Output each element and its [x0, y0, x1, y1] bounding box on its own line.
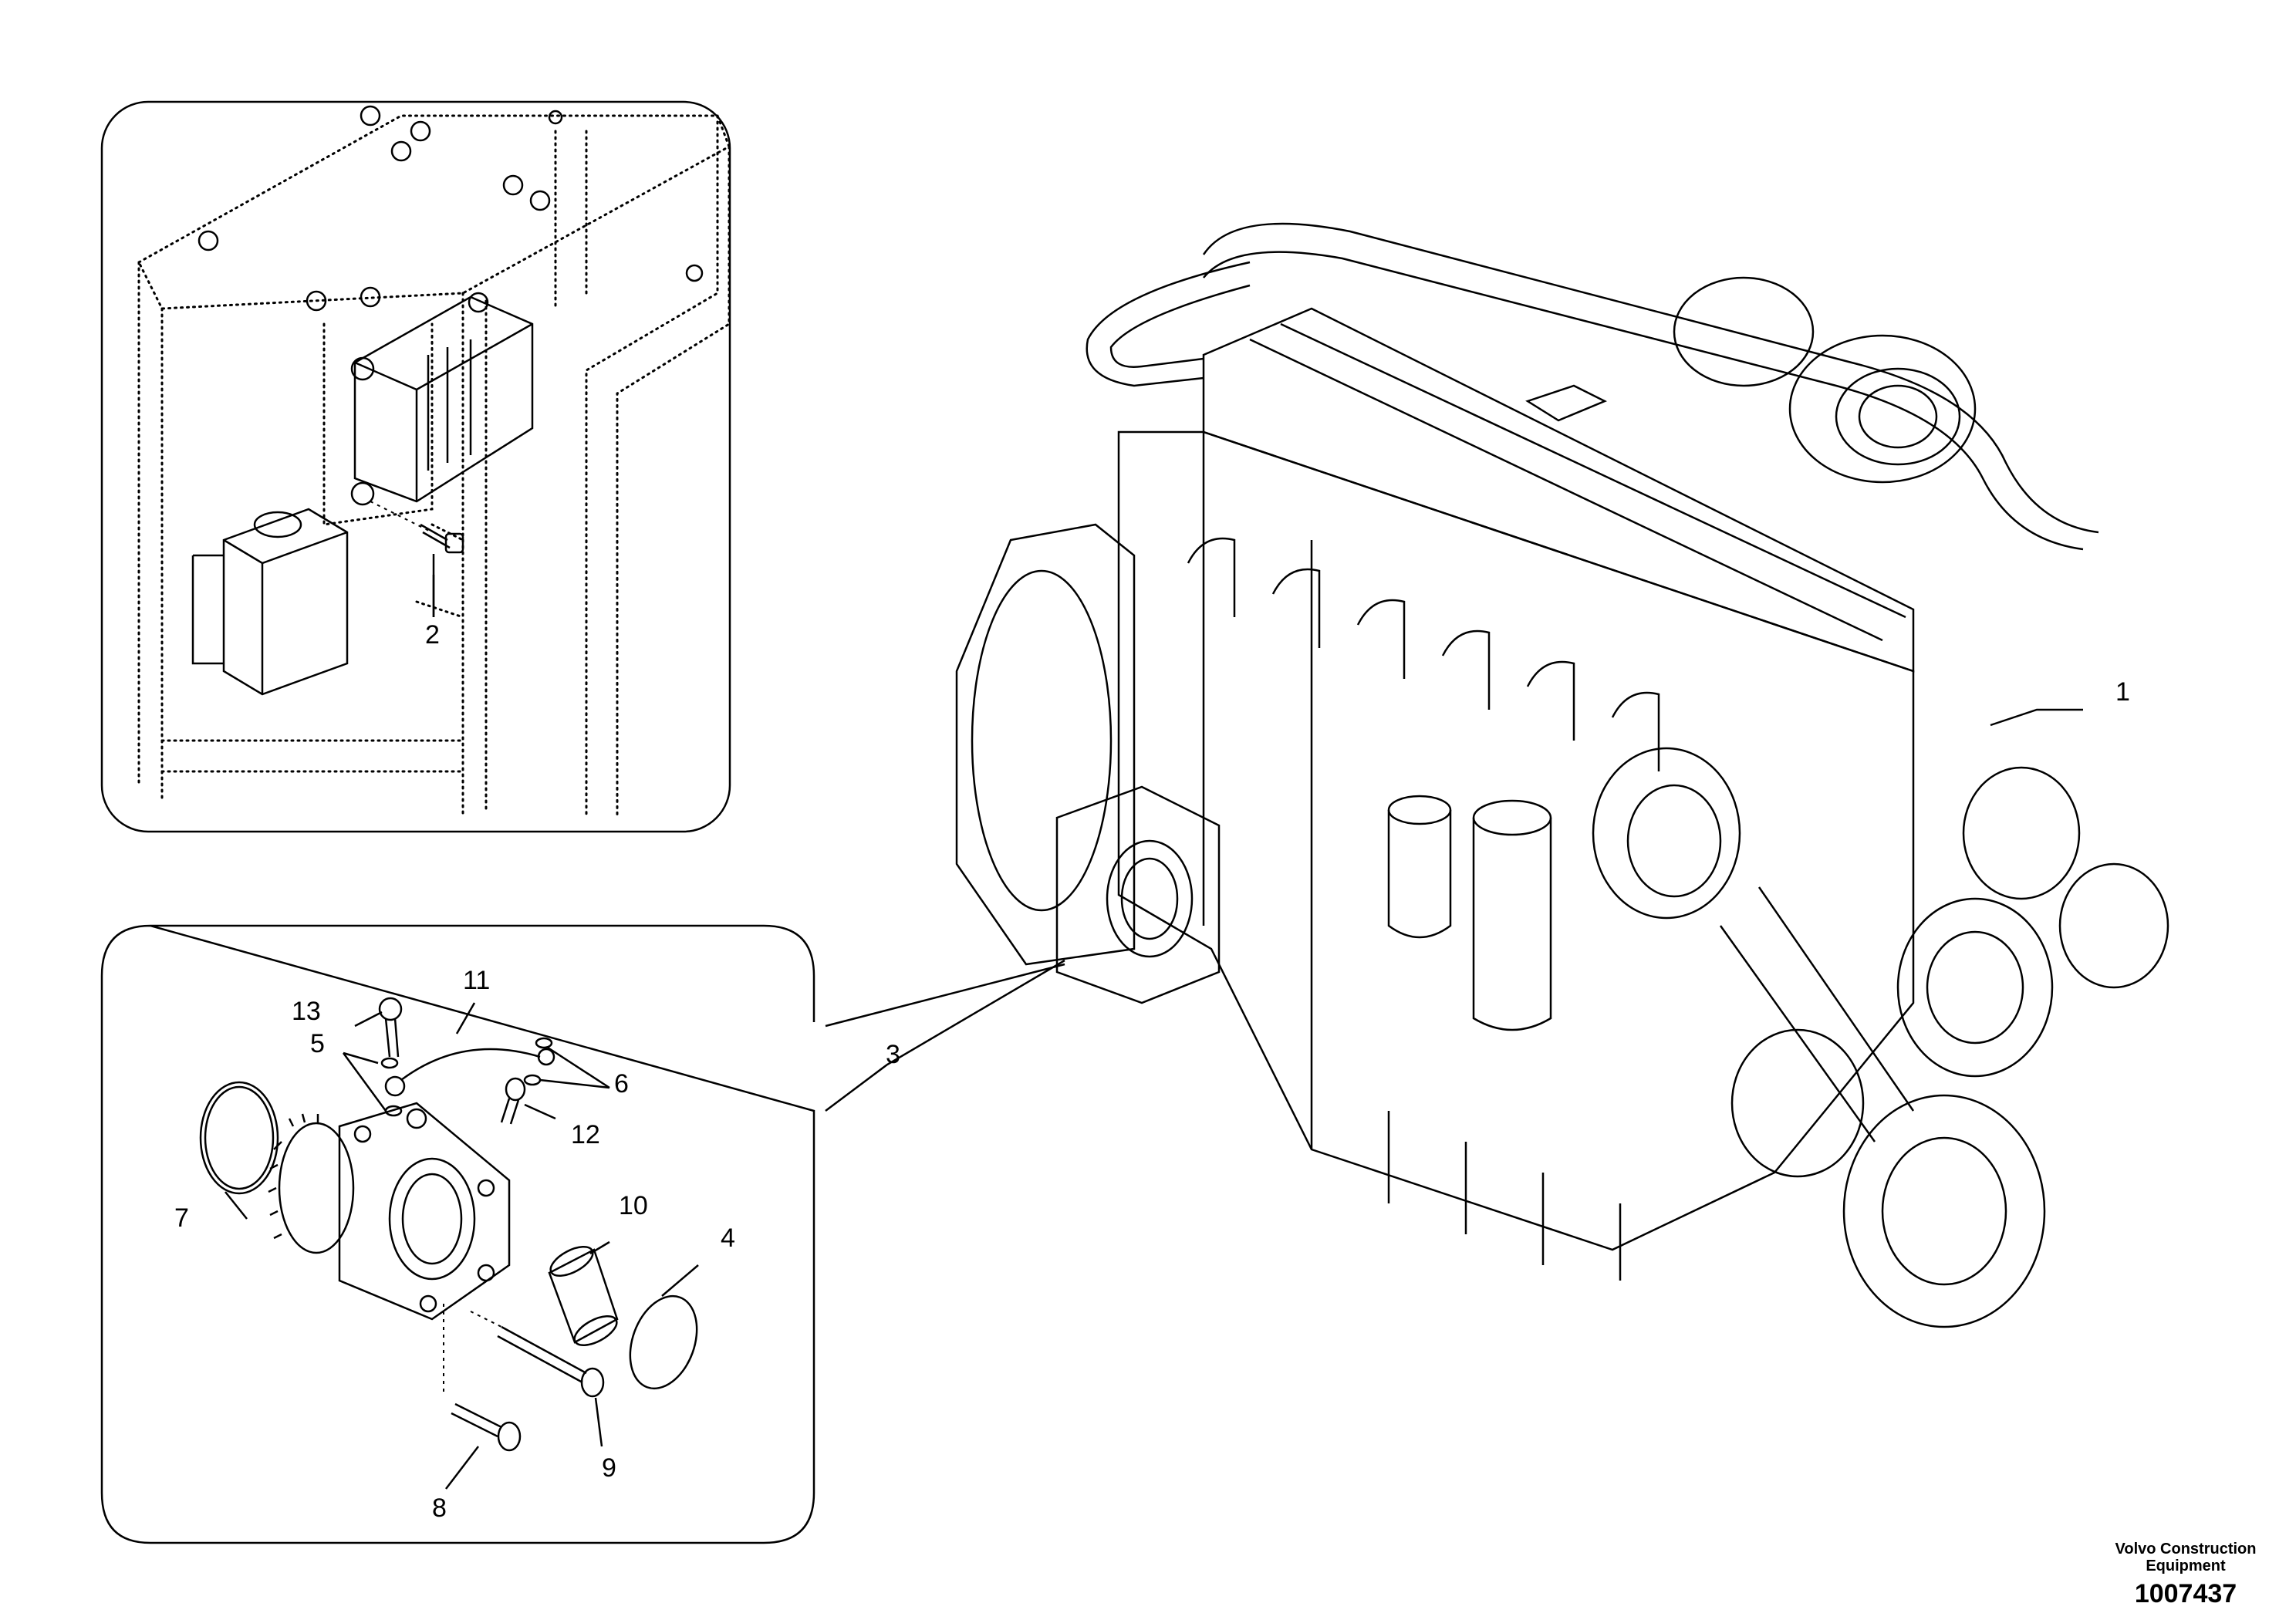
pump-gear [268, 1113, 355, 1254]
document-footer: Volvo Construction Equipment 1007437 [2089, 1541, 2282, 1609]
callout-11: 11 [463, 966, 490, 995]
cable-11 [384, 1048, 555, 1097]
callout-2: 2 [425, 620, 440, 650]
callout-3: 3 [886, 1040, 900, 1069]
ecu-unit [350, 292, 534, 506]
callout-6: 6 [614, 1069, 629, 1099]
bolt-9 [497, 1325, 605, 1398]
company-name-line1: Volvo Construction [2115, 1541, 2257, 1558]
callout-13: 13 [292, 997, 321, 1026]
bolt-8 [451, 1402, 522, 1452]
callout-7: 7 [174, 1203, 189, 1233]
sleeve-10 [548, 1246, 619, 1346]
engine-pump-mount [1055, 785, 1221, 1004]
callout-4: 4 [721, 1223, 735, 1253]
bolt-12 [500, 1077, 526, 1125]
leader-lines [225, 575, 2083, 1490]
callout-10: 10 [619, 1191, 648, 1220]
bolt-2 [370, 501, 464, 617]
bolt-13 [378, 997, 403, 1058]
callout-5: 5 [310, 1029, 325, 1058]
callout-9: 9 [602, 1453, 616, 1483]
callout-8: 8 [432, 1493, 447, 1523]
pump-housing [338, 1102, 511, 1321]
pump-detail-panel [100, 924, 815, 1544]
ecu-detail-panel [100, 100, 731, 833]
reservoir-tank [191, 508, 349, 696]
company-name-line2: Equipment [2146, 1558, 2226, 1574]
engine-illustration [955, 222, 2169, 1328]
fuel-filters [1387, 795, 1552, 1031]
document-number: 1007437 [2134, 1579, 2237, 1608]
callout-1: 1 [2115, 677, 2130, 707]
callout-12: 12 [571, 1120, 600, 1149]
